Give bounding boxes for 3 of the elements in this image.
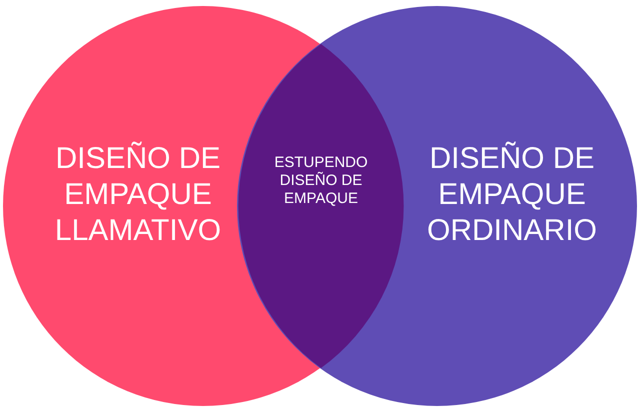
region-label: ESTUPENDO DISEÑO DE EMPAQUE bbox=[273, 154, 369, 208]
region-label: DISEÑO DE EMPAQUE ORDINARIO bbox=[426, 141, 598, 249]
region-label: DISEÑO DE EMPAQUE LLAMATIVO bbox=[54, 141, 222, 249]
